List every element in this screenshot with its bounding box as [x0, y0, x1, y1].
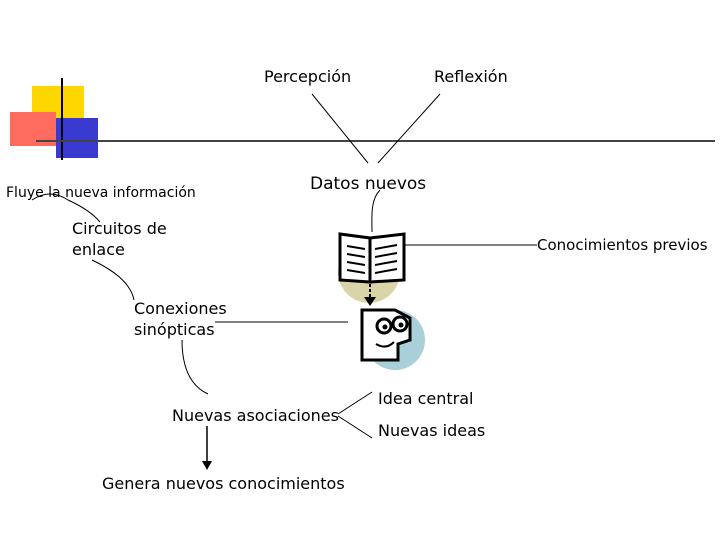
line-datos-book: [371, 189, 381, 233]
label-datos-nuevos: Datos nuevos: [310, 174, 427, 194]
decorative-squares: [10, 78, 715, 160]
label-percepcion: Percepción: [264, 67, 352, 86]
label-nuevas-asociaciones: Nuevas asociaciones: [172, 406, 339, 425]
label-circuitos-2: enlace: [72, 240, 125, 259]
connectors: [31, 93, 537, 462]
line-conexiones-asociaciones: [181, 339, 209, 395]
line-idea-central: [337, 391, 373, 415]
label-conexiones-2: sinópticas: [134, 320, 215, 339]
book-icon: [338, 232, 406, 306]
label-nuevas-ideas: Nuevas ideas: [378, 421, 486, 440]
line-fluye-circuitos: [31, 193, 101, 223]
line-percepcion: [311, 93, 369, 164]
head-icon: [360, 308, 425, 370]
line-nuevas-ideas: [337, 415, 373, 439]
label-genera: Genera nuevos conocimientos: [102, 474, 345, 493]
line-reflexion: [377, 93, 441, 164]
label-fluye: Fluye la nueva información: [6, 185, 196, 201]
label-reflexion: Reflexión: [434, 67, 508, 86]
label-idea-central: Idea central: [378, 389, 474, 408]
arrow-down-icon: [202, 461, 212, 470]
label-conexiones-1: Conexiones: [134, 299, 227, 318]
label-circuitos-1: Circuitos de: [72, 219, 167, 238]
label-conocimientos-previos: Conocimientos previos: [537, 236, 708, 254]
line-circuitos-conexiones: [91, 259, 135, 301]
